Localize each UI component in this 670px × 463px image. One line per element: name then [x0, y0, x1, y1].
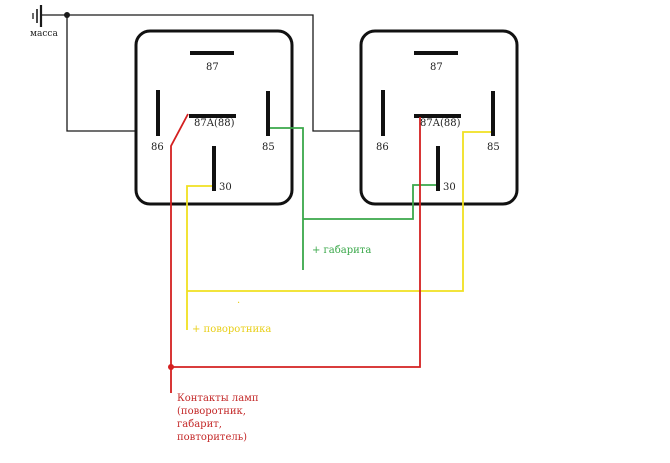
lamps-label-line-4: повторитель)	[177, 432, 248, 443]
gabarit-label: + габарита	[312, 245, 372, 256]
relay-1-label-87a: 87A(88)	[194, 118, 235, 129]
lamps-label-line-3: габарит,	[177, 419, 222, 430]
ground-branch-wire	[66, 15, 158, 132]
lamps-label-line-1: Контакты ламп	[177, 393, 259, 404]
green-wire	[270, 127, 436, 270]
relay-2-label-87a: 87A(88)	[420, 118, 461, 129]
relay-2-label-30: 30	[443, 182, 456, 193]
relay-1-label-85: 85	[262, 142, 275, 153]
yellow-wire	[186, 131, 491, 330]
relay-1-label-86: 86	[151, 142, 164, 153]
relay-2	[359, 29, 519, 206]
lamps-label-line-2: (поворотник,	[177, 406, 246, 417]
red-wire	[170, 113, 421, 393]
ground-symbol	[32, 5, 43, 27]
ground-wire	[42, 14, 381, 132]
povorotnik-label: + поворотника	[192, 324, 272, 335]
relay-1-label-87: 87	[206, 62, 219, 73]
lamps-label: Контакты ламп (поворотник, габарит, повт…	[177, 392, 259, 444]
ground-junction	[64, 12, 70, 18]
relay-1	[134, 29, 294, 206]
relay-1-label-30: 30	[219, 182, 232, 193]
relay-2-label-85: 85	[487, 142, 500, 153]
black-wires	[42, 14, 381, 132]
relay-2-label-87: 87	[430, 62, 443, 73]
povorotnik-dot: ·	[237, 298, 241, 309]
relay-2-label-86: 86	[376, 142, 389, 153]
ground-label: масса	[30, 29, 58, 39]
red-wire-junction	[168, 364, 174, 370]
